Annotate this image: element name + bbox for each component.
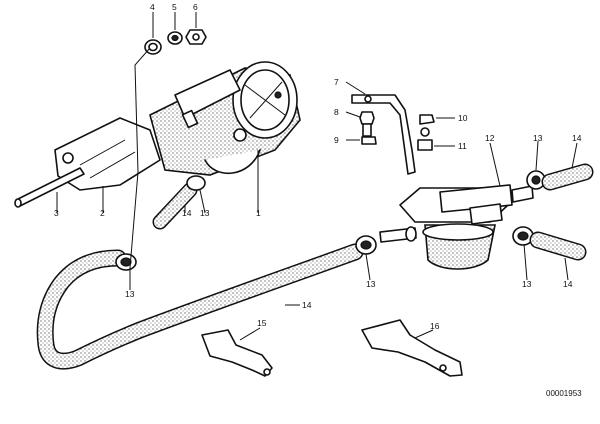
callout-4: 4 <box>150 2 155 12</box>
callout-14-top-right: 14 <box>572 133 582 143</box>
callout-11: 11 <box>458 141 467 151</box>
mounting-strap-15 <box>201 329 273 377</box>
callout-1: 1 <box>256 208 261 218</box>
callout-13-top-right: 13 <box>533 133 543 143</box>
callout-12: 12 <box>485 133 495 143</box>
fuel-filter-assembly <box>379 184 534 270</box>
callout-14-long-hose: 14 <box>302 300 312 310</box>
callout-5: 5 <box>172 2 177 12</box>
callout-13-lower-right: 13 <box>522 279 532 289</box>
nut-washer-group <box>144 29 207 55</box>
callout-9: 9 <box>334 135 339 145</box>
hose-clamp-left <box>115 253 137 271</box>
callout-13-lower-center: 13 <box>366 279 376 289</box>
callout-13-lower-left: 13 <box>125 289 135 299</box>
callout-labels: 4 5 6 7 8 9 10 11 12 13 14 14 13 3 2 1 1… <box>54 2 582 331</box>
callout-14-center: 14 <box>182 208 192 218</box>
callout-8: 8 <box>334 107 339 117</box>
mounting-strap-16 <box>361 319 463 377</box>
callout-6: 6 <box>193 2 198 12</box>
callout-10: 10 <box>458 113 468 123</box>
callout-16: 16 <box>430 321 440 331</box>
filter-bracket <box>351 94 416 175</box>
callout-3: 3 <box>54 208 59 218</box>
bolts-group <box>359 111 435 151</box>
callout-7: 7 <box>334 77 339 87</box>
fuel-pump-cylinder <box>149 61 301 176</box>
callout-15: 15 <box>257 318 267 328</box>
short-hoses-right <box>529 163 594 261</box>
callout-14-lower-right: 14 <box>563 279 573 289</box>
drawing-code: 00001953 <box>546 389 582 398</box>
hose-clamps-right <box>355 170 546 255</box>
long-fuel-hose <box>36 243 364 370</box>
callout-13-center: 13 <box>200 208 210 218</box>
fuel-pipe-rod <box>14 167 85 208</box>
short-hose-left <box>152 175 206 230</box>
callout-2: 2 <box>100 208 105 218</box>
leader-lines <box>56 12 578 341</box>
